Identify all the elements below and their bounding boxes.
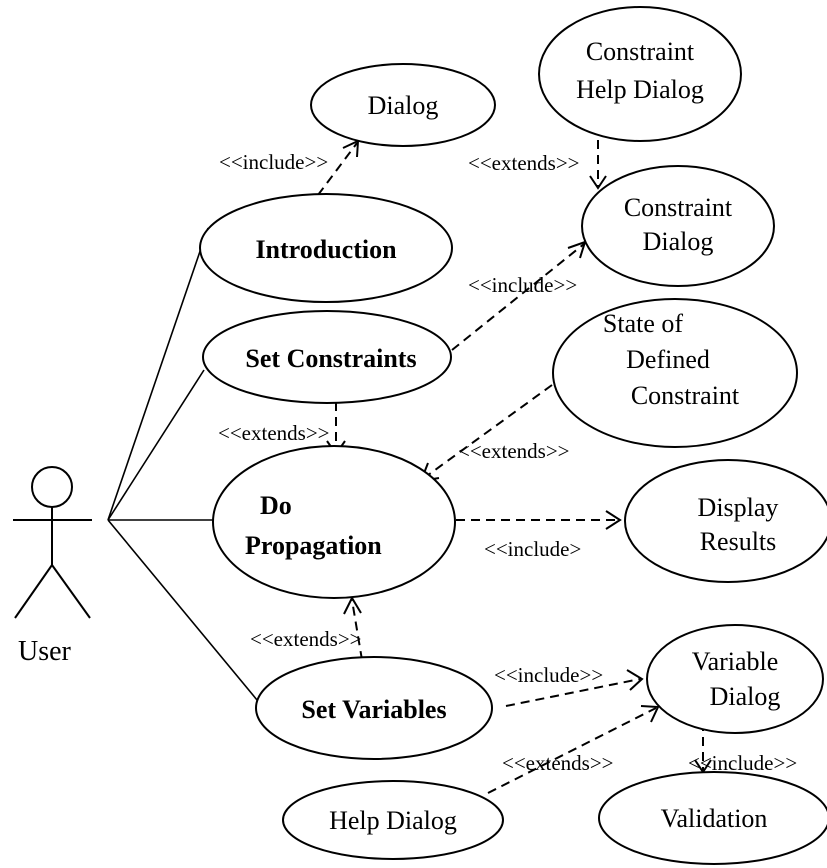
arrowhead [640, 705, 660, 723]
use-case-state-of-defined-constraint: State of Defined Constraint [552, 298, 798, 448]
use-case-label: Constraint [631, 381, 740, 410]
actor-left-leg [14, 564, 53, 619]
dep-setvariables-variabledialog [505, 678, 641, 707]
use-case-label: Results [700, 527, 777, 556]
use-case-variable-dialog: Variable Dialog [646, 624, 824, 734]
use-case-label: Help Dialog [329, 806, 457, 835]
label-helpdialog-constraintdialog: <<extends>> [468, 151, 580, 175]
use-case-label: Set Constraints [245, 344, 416, 373]
associations [107, 227, 263, 707]
actor-label: User [18, 636, 72, 667]
use-case-label: Constraint [624, 193, 733, 222]
arrowhead [605, 510, 622, 530]
use-case-dialog: Dialog [310, 63, 496, 147]
use-case-label: Defined [626, 345, 710, 374]
assoc-set-constraints [107, 369, 205, 521]
use-case-label: Do [260, 491, 292, 520]
use-case-label: Help Dialog [576, 75, 704, 104]
use-case-label: Dialog [643, 227, 714, 256]
use-case-help-dialog: Help Dialog [282, 780, 504, 860]
use-case-constraint-help-dialog: Constraint Help Dialog [538, 6, 742, 142]
use-case-validation: Validation [598, 771, 827, 865]
label-state-propagation: <<extends>> [458, 439, 570, 463]
use-case-label: Dialog [368, 91, 439, 120]
dep-setvariables-propagation [351, 599, 363, 661]
relation-labels: <<include>> <<extends>> <<include>> <<ex… [218, 150, 797, 775]
dep-helpdialog-variabledialog [487, 707, 657, 794]
assoc-set-variables [107, 519, 263, 707]
dep-setconstraints-constraintdialog [451, 243, 585, 351]
use-case-label: Introduction [255, 235, 397, 264]
label-propagation-display: <<include> [484, 537, 581, 561]
assoc-introduction [107, 227, 209, 521]
use-case-label: Validation [661, 804, 768, 833]
dep-state-propagation [423, 384, 553, 479]
use-case-constraint-dialog: Constraint Dialog [581, 165, 775, 287]
use-case-label: Display [698, 493, 779, 522]
label-setvariables-variabledialog: <<include>> [494, 663, 603, 687]
label-variabledialog-validation: <<include>> [688, 751, 797, 775]
actor-right-leg [51, 564, 91, 619]
arrowhead [343, 595, 362, 615]
label-setconstraints-constraintdialog: <<include>> [468, 273, 577, 297]
use-case-display-results: Display Results [624, 459, 827, 583]
use-case-label: Propagation [245, 531, 382, 560]
actor-head [31, 466, 73, 508]
use-case-set-constraints: Set Constraints [202, 310, 452, 404]
use-case-label: Dialog [710, 682, 781, 711]
use-case-introduction: Introduction [199, 193, 453, 303]
label-intro-dialog: <<include>> [219, 150, 328, 174]
arrowhead [626, 669, 644, 691]
use-case-label: Set Variables [301, 695, 446, 724]
label-helpdialog-variabledialog: <<extends>> [502, 751, 614, 775]
dep-intro-dialog [317, 142, 358, 196]
label-setvariables-propagation: <<extends>> [250, 627, 362, 651]
use-case-label: State of [603, 309, 683, 338]
use-case-do-propagation: Do Propagation [212, 445, 456, 599]
use-case-label: Constraint [586, 37, 695, 66]
use-case-set-variables: Set Variables [255, 656, 493, 760]
arrowhead [589, 175, 607, 190]
label-setconstraints-propagation: <<extends>> [218, 421, 330, 445]
actor-user: User [13, 466, 92, 667]
use-case-label: Variable [692, 647, 779, 676]
